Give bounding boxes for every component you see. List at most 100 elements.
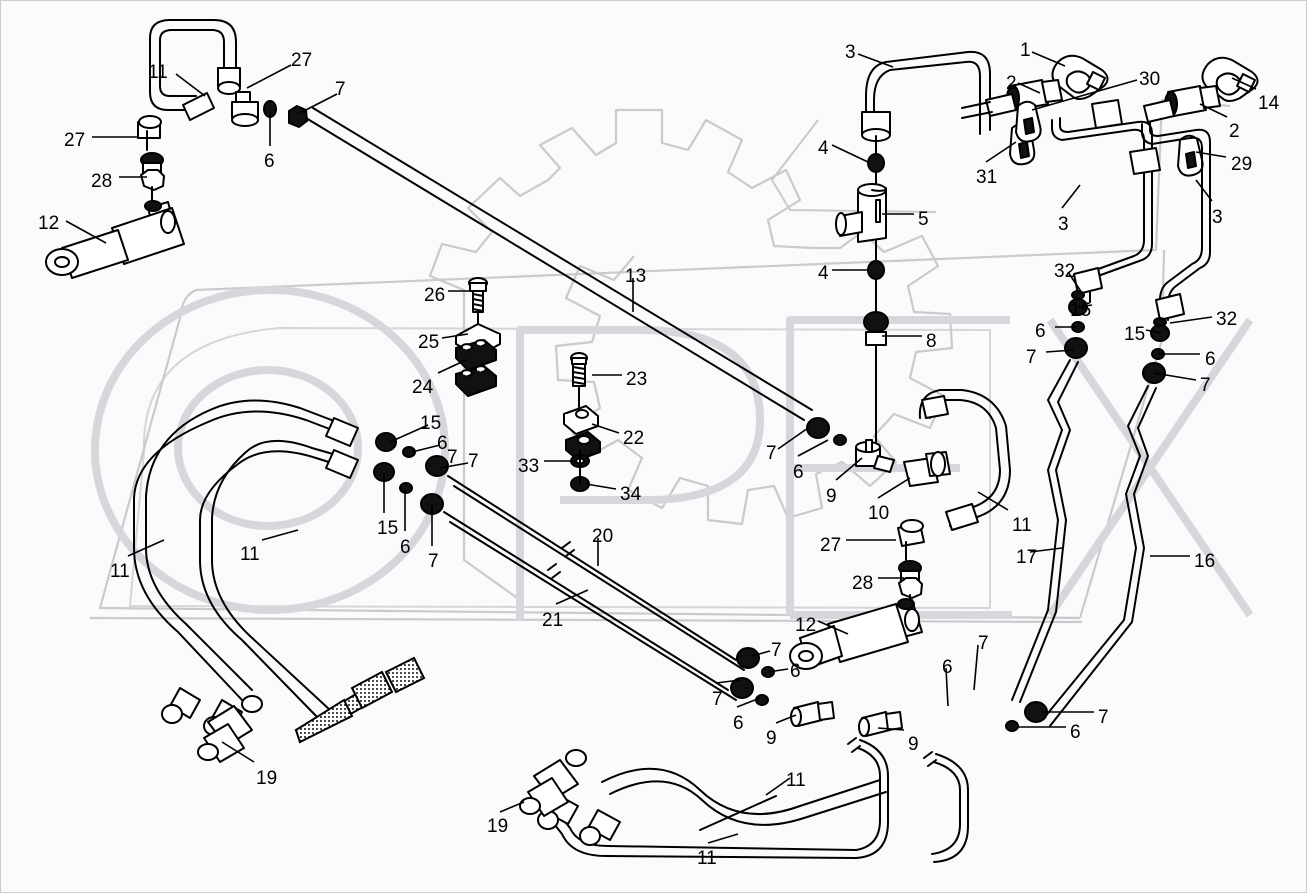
assembly-center-tee [789, 389, 1011, 670]
callout-number-27: 27 [291, 50, 313, 71]
callout-number-7: 7 [468, 451, 479, 472]
leader-line-30 [1031, 79, 1138, 111]
callout-number-27: 27 [64, 130, 86, 151]
callout-number-6: 6 [264, 151, 275, 172]
callout-number-22: 22 [623, 428, 645, 449]
callout-number-7: 7 [712, 689, 723, 710]
leader-line-6 [411, 444, 441, 453]
callout-number-2: 2 [1229, 121, 1240, 142]
assembly-top-right [961, 54, 1259, 732]
leader-line-11 [175, 73, 206, 97]
leader-line-25 [441, 333, 469, 339]
leader-line-7 [715, 679, 741, 684]
callout-number-6: 6 [1205, 349, 1216, 370]
callout-number-6: 6 [437, 433, 448, 454]
callout-number-28: 28 [852, 573, 874, 594]
leader-line-19 [221, 741, 255, 763]
callout-number-11: 11 [697, 848, 717, 869]
callout-number-29: 29 [1231, 154, 1253, 175]
callout-number-7: 7 [1098, 707, 1109, 728]
leader-line-7 [777, 427, 809, 450]
leader-line-27 [246, 64, 292, 89]
callout-number-9: 9 [766, 728, 777, 749]
callout-number-6: 6 [793, 462, 804, 483]
leader-line-7 [439, 462, 469, 469]
callout-number-7: 7 [1200, 375, 1211, 396]
leader-line-32 [1169, 316, 1213, 324]
callout-number-6: 6 [400, 537, 411, 558]
callout-number-2: 2 [1006, 73, 1017, 94]
callout-number-24: 24 [412, 377, 434, 398]
callout-number-21: 21 [542, 610, 564, 631]
callout-number-6: 6 [733, 713, 744, 734]
callout-number-27: 27 [820, 535, 842, 556]
callout-number-19: 19 [487, 816, 509, 837]
leader-line-22 [591, 423, 620, 434]
leader-line-3 [1195, 179, 1213, 202]
leader-line-6 [736, 697, 761, 708]
assembly-clamps [455, 277, 601, 492]
callout-number-13: 13 [625, 266, 647, 287]
callout-leader-lines [65, 51, 1257, 844]
callout-number-28: 28 [91, 171, 113, 192]
callout-number-26: 26 [424, 285, 446, 306]
callout-number-7: 7 [771, 640, 782, 661]
leader-line-11 [765, 777, 791, 796]
callout-number-15: 15 [1070, 300, 1092, 321]
callout-number-32: 32 [1054, 261, 1076, 282]
leader-line-7 [751, 650, 771, 657]
callout-number-15: 15 [420, 413, 442, 434]
callout-number-6: 6 [1070, 722, 1081, 743]
leader-line-34 [585, 483, 617, 490]
callout-number-19: 19 [256, 768, 278, 789]
callout-number-17: 17 [1016, 547, 1038, 568]
callout-number-33: 33 [518, 456, 540, 477]
leader-line-9 [775, 714, 797, 724]
callout-number-15: 15 [1124, 324, 1146, 345]
callout-number-7: 7 [335, 79, 346, 100]
callout-number-7: 7 [978, 633, 989, 654]
leader-line-3 [857, 53, 894, 68]
callout-number-12: 12 [795, 615, 817, 636]
leader-line-29 [1195, 151, 1227, 158]
callout-number-4: 4 [818, 263, 829, 284]
callout-number-11: 11 [148, 62, 168, 83]
leader-line-3 [1061, 184, 1081, 209]
callout-number-9: 9 [826, 486, 837, 507]
callout-number-4: 4 [818, 138, 829, 159]
leader-line-12 [817, 620, 849, 635]
callout-number-31: 31 [976, 167, 998, 188]
leader-line-15 [1145, 329, 1161, 334]
assembly-left-hoses [133, 399, 745, 763]
callout-number-6: 6 [942, 657, 953, 678]
callout-number-34: 34 [620, 484, 642, 505]
callout-number-7: 7 [766, 443, 777, 464]
leader-line-19 [499, 801, 525, 813]
machine-outline [428, 108, 954, 601]
callout-number-30: 30 [1139, 69, 1161, 90]
callout-number-3: 3 [1212, 207, 1223, 228]
leader-line-7 [1153, 372, 1197, 381]
callout-number-9: 9 [908, 734, 919, 755]
leader-line-2 [1017, 82, 1041, 94]
leader-line-21 [555, 589, 589, 605]
callout-number-7: 7 [428, 551, 439, 572]
leader-line-11 [127, 539, 165, 557]
callout-number-32: 32 [1216, 309, 1238, 330]
callout-number-11: 11 [1012, 515, 1032, 536]
callout-number-10: 10 [868, 503, 890, 524]
callout-number-3: 3 [845, 42, 856, 63]
leader-line-15 [1077, 304, 1093, 308]
leader-line-12 [65, 220, 107, 244]
callout-number-15: 15 [377, 518, 399, 539]
leader-line-7 [1045, 349, 1075, 353]
leader-line-17 [1029, 547, 1063, 553]
leader-line-15 [389, 424, 429, 443]
leader-line-6 [945, 667, 949, 707]
callout-number-7: 7 [1026, 347, 1037, 368]
callout-number-6: 6 [790, 661, 801, 682]
callout-number-14: 14 [1258, 93, 1280, 114]
leader-line-6 [797, 439, 829, 457]
